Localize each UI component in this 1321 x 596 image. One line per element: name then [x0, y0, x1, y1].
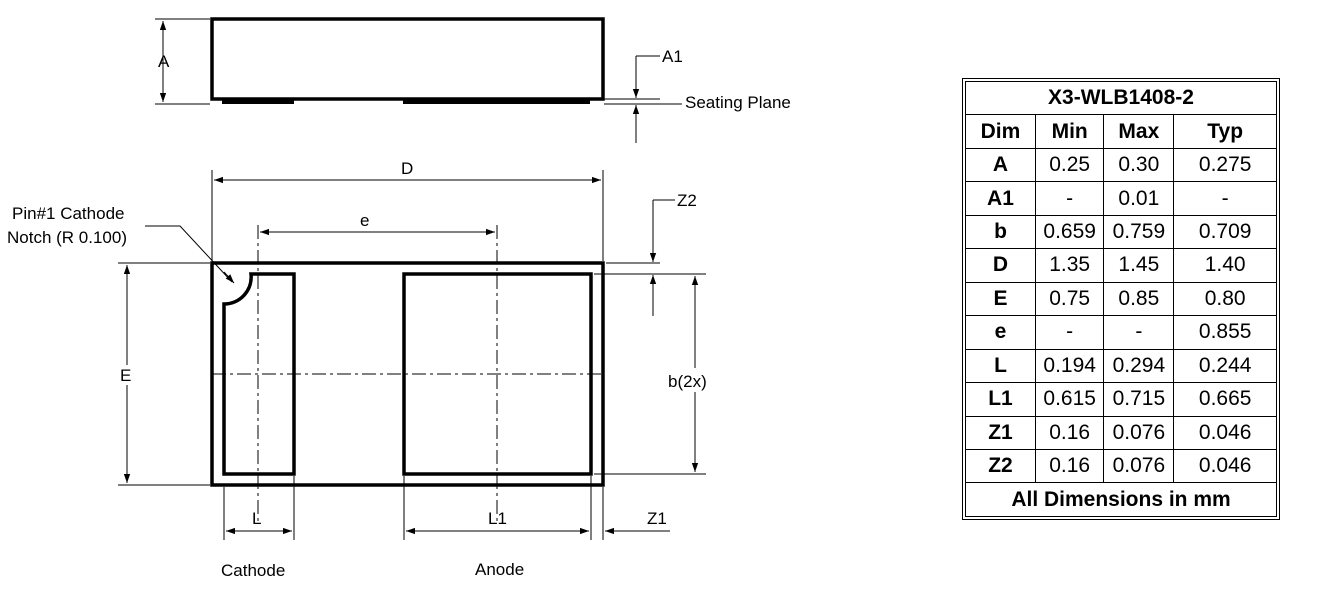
dim-value-cell: 0.25	[1034, 147, 1105, 183]
dim-name-cell: A	[965, 147, 1036, 183]
label-Z2: Z2	[677, 191, 697, 210]
label-Z1: Z1	[647, 509, 667, 528]
table-header-row: Dim Min Max Typ	[965, 114, 1277, 149]
dim-value-cell: 0.076	[1103, 448, 1175, 484]
label-seating-plane: Seating Plane	[685, 93, 791, 112]
label-D: D	[401, 159, 413, 178]
header-max: Max	[1103, 114, 1175, 149]
label-pin1-line2: Notch (R 0.100)	[7, 228, 127, 247]
dim-value-cell: -	[1034, 315, 1105, 350]
dim-name-cell: Z1	[965, 415, 1036, 450]
dim-name-cell: D	[965, 248, 1036, 283]
dim-value-cell: 0.194	[1034, 348, 1105, 384]
dim-name-cell: L1	[965, 382, 1036, 417]
dim-value-cell: -	[1034, 181, 1105, 216]
dim-name-cell: L	[965, 348, 1036, 384]
dim-value-cell: 0.75	[1034, 281, 1105, 317]
side-pad-left	[222, 98, 294, 104]
dim-value-cell: 0.80	[1173, 281, 1277, 317]
label-cathode: Cathode	[221, 561, 285, 580]
side-body	[210, 17, 605, 101]
dim-value-cell: 0.16	[1034, 415, 1105, 450]
label-A: A	[158, 52, 170, 71]
table-title: X3-WLB1408-2	[965, 80, 1277, 116]
dim-value-cell: 0.244	[1173, 348, 1277, 384]
dim-value-cell: 0.855	[1173, 315, 1277, 350]
dim-value-cell: 0.046	[1173, 448, 1277, 484]
dim-value-cell: 1.45	[1103, 248, 1175, 283]
dim-value-cell: -	[1173, 181, 1277, 216]
header-dim: Dim	[965, 114, 1036, 149]
label-A1: A1	[662, 47, 683, 66]
dim-value-cell: 0.709	[1173, 214, 1277, 250]
table-row: A1-0.01-	[965, 181, 1277, 216]
table-title-row: X3-WLB1408-2	[965, 80, 1277, 116]
cathode-pad	[222, 272, 296, 476]
dim-name-cell: b	[965, 214, 1036, 250]
dim-value-cell: 0.046	[1173, 415, 1277, 450]
header-min: Min	[1034, 114, 1105, 149]
dim-value-cell: 0.665	[1173, 382, 1277, 417]
label-pin1-line1: Pin#1 Cathode	[12, 204, 124, 223]
dim-value-cell: 0.16	[1034, 448, 1105, 484]
dim-value-cell: 0.294	[1103, 348, 1175, 384]
dim-value-cell: -	[1103, 315, 1175, 350]
label-E: E	[120, 366, 131, 385]
dim-value-cell: 0.85	[1103, 281, 1175, 317]
dim-value-cell: 1.35	[1034, 248, 1105, 283]
top-view	[118, 170, 706, 540]
side-view	[155, 17, 682, 143]
dim-value-cell: 0.715	[1103, 382, 1175, 417]
label-anode: Anode	[475, 560, 524, 579]
dim-value-cell: 0.30	[1103, 147, 1175, 183]
dim-value-cell: 0.615	[1034, 382, 1105, 417]
dim-name-cell: E	[965, 281, 1036, 317]
dim-value-cell: 0.759	[1103, 214, 1175, 250]
dim-value-cell: 0.275	[1173, 147, 1277, 183]
dim-value-cell: 0.659	[1034, 214, 1105, 250]
side-pad-right	[403, 98, 590, 104]
dim-name-cell: Z2	[965, 448, 1036, 484]
table-row: e--0.855	[965, 315, 1277, 350]
header-typ: Typ	[1173, 114, 1277, 149]
dim-value-cell: 1.40	[1173, 248, 1277, 283]
dim-value-cell: 0.01	[1103, 181, 1175, 216]
dim-name-cell: e	[965, 315, 1036, 350]
pin1-leader	[145, 225, 233, 283]
label-e: e	[360, 211, 369, 230]
label-b: b(2x)	[668, 372, 707, 391]
table-footer-row: All Dimensions in mm	[965, 482, 1277, 517]
dim-name-cell: A1	[965, 181, 1036, 216]
table-footer: All Dimensions in mm	[965, 482, 1277, 517]
label-L: L	[252, 509, 261, 528]
dim-value-cell: 0.076	[1103, 415, 1175, 450]
label-L1: L1	[488, 509, 507, 528]
